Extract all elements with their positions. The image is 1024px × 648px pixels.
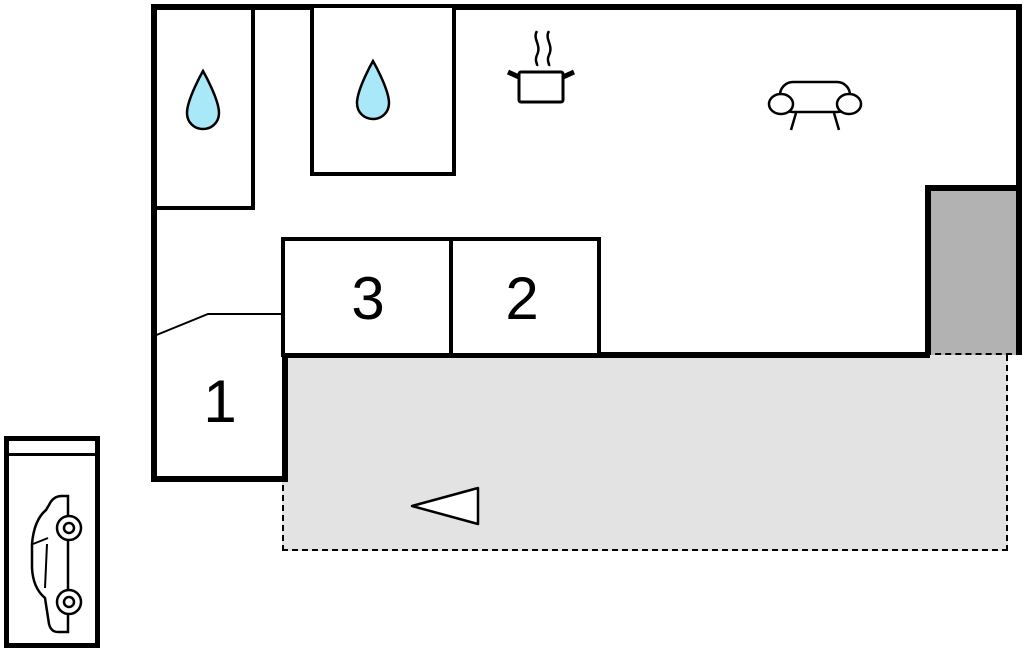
room-3-label: 3 bbox=[351, 265, 385, 332]
bedrooms-box bbox=[281, 237, 601, 357]
water-drop-icon bbox=[355, 58, 391, 121]
storage-block bbox=[925, 185, 1022, 355]
car-icon bbox=[30, 494, 83, 634]
wall-bathroom1-bottom bbox=[151, 206, 255, 210]
water-drop-icon bbox=[185, 68, 221, 131]
room-2-label: 2 bbox=[505, 265, 539, 332]
terrace-area bbox=[282, 355, 1008, 551]
room-1-label: 1 bbox=[203, 368, 237, 435]
wall-outer-top bbox=[151, 4, 1022, 10]
wall-room1-right bbox=[282, 352, 288, 482]
sofa-icon bbox=[767, 80, 863, 131]
carport-divider bbox=[4, 453, 100, 456]
wall-outer-bottom-left bbox=[151, 476, 288, 482]
wall-outer-left bbox=[151, 4, 157, 482]
wall-terrace-top bbox=[282, 352, 930, 358]
left-arrow-icon bbox=[410, 486, 480, 526]
wall-outer-right-upper bbox=[1016, 4, 1022, 190]
wall-rooms-divider bbox=[449, 237, 453, 357]
wall-bathroom1-right bbox=[251, 4, 255, 210]
cooking-pot-icon bbox=[506, 30, 576, 104]
